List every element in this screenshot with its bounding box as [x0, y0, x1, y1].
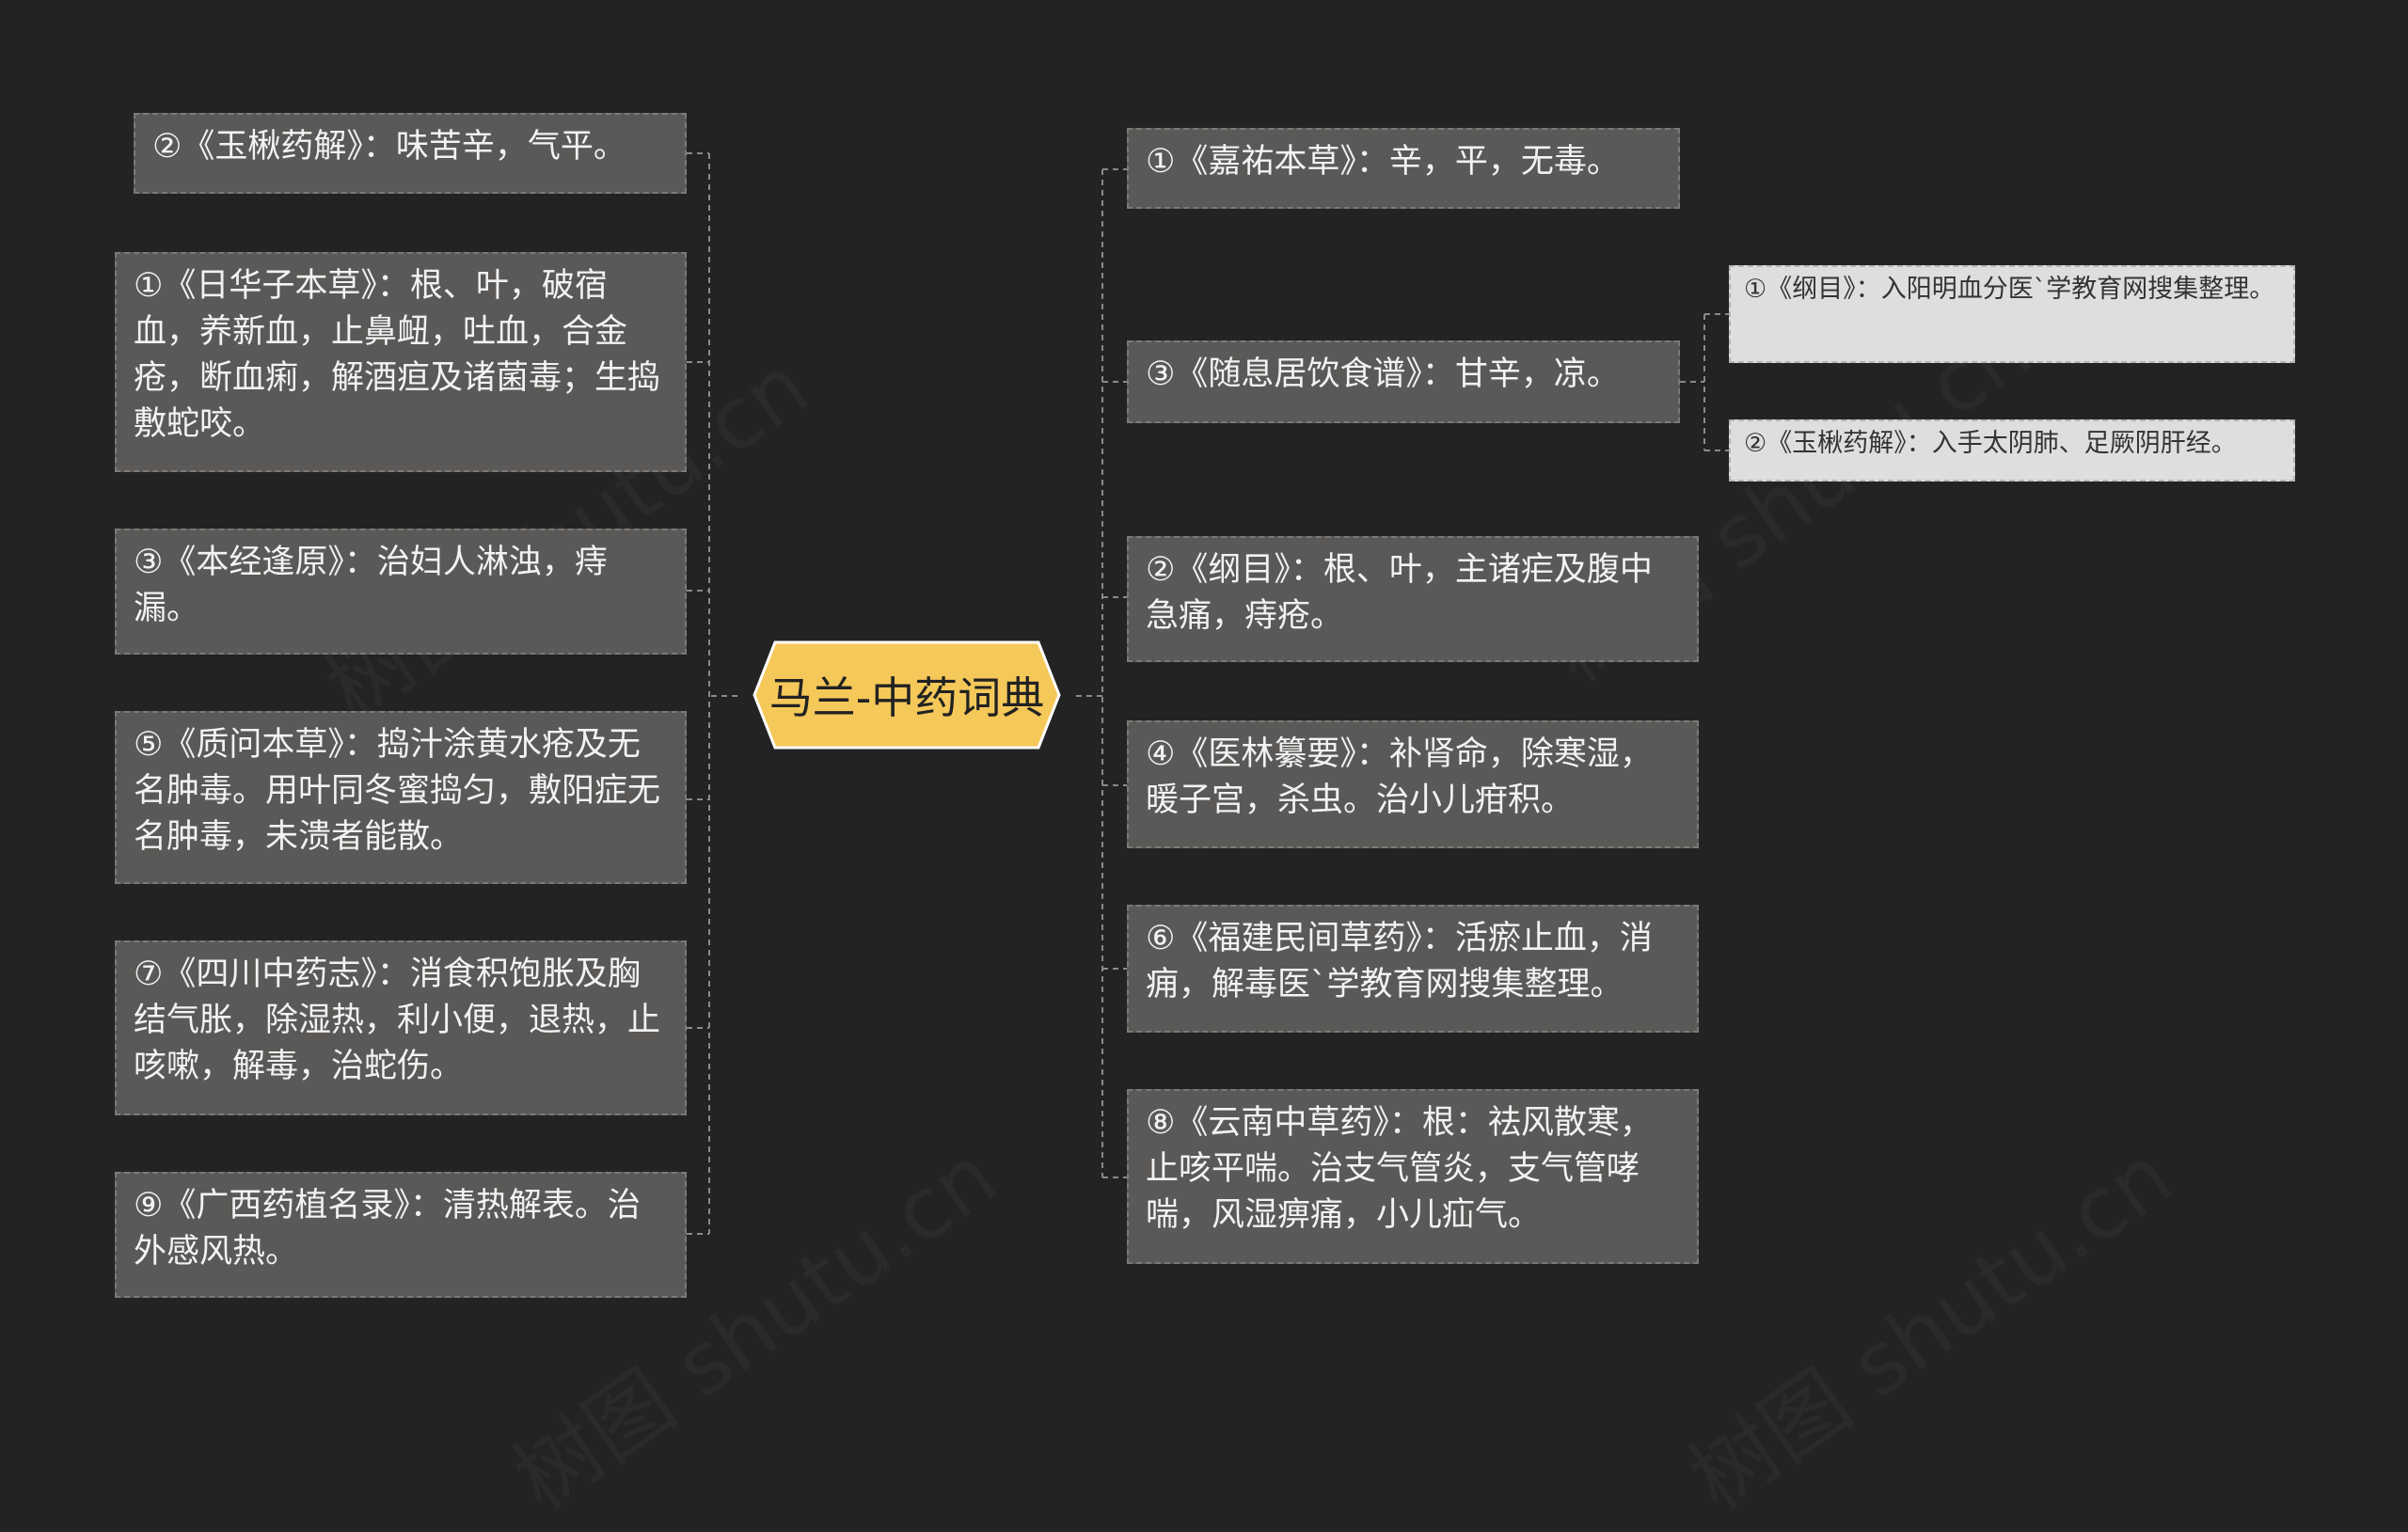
center-topic[interactable]: 马兰-中药词典 — [737, 640, 1076, 750]
left-node-2[interactable]: ①《日华子本草》：根、叶，破宿血，养新血，止鼻衄，吐血，合金疮，断血痢，解酒疸及… — [115, 252, 687, 472]
left-node-5[interactable]: ⑦《四川中药志》：消食积饱胀及胸结气胀，除湿热，利小便，退热，止咳嗽，解毒，治蛇… — [115, 940, 687, 1115]
right-node-4[interactable]: ④《医林纂要》：补肾命，除寒湿，暖子宫，杀虫。治小儿疳积。 — [1127, 720, 1699, 848]
mind-map: 树图 shutu.cn 树图 shutu.cn 树图 shutu.cn 树图 s… — [115, 113, 2295, 1298]
center-title: 马兰-中药词典 — [768, 672, 1045, 723]
right-node-2[interactable]: ③《随息居饮食谱》：甘辛，凉。 — [1127, 340, 1680, 423]
center-hexagon — [752, 640, 1061, 750]
sub-node-1[interactable]: ①《纲目》：入阳明血分医`学教育网搜集整理。 — [1729, 265, 2295, 363]
sub-node-2[interactable]: ②《玉楸药解》：入手太阴肺、足厥阴肝经。 — [1729, 419, 2295, 482]
right-node-3[interactable]: ②《纲目》：根、叶，主诸疟及腹中急痛，痔疮。 — [1127, 536, 1699, 662]
right-node-1[interactable]: ①《嘉祐本草》：辛，平，无毒。 — [1127, 128, 1680, 209]
left-node-4[interactable]: ⑤《质问本草》：捣汁涂黄水疮及无名肿毒。用叶同冬蜜捣匀，敷阳症无名肿毒，未溃者能… — [115, 711, 687, 884]
left-node-3[interactable]: ③《本经逢原》：治妇人淋浊，痔漏。 — [115, 529, 687, 655]
left-node-6[interactable]: ⑨《广西药植名录》：清热解表。治外感风热。 — [115, 1172, 687, 1298]
right-node-6[interactable]: ⑧《云南中草药》：根：祛风散寒，止咳平喘。治支气管炎，支气管哮喘，风湿痹痛，小儿… — [1127, 1089, 1699, 1264]
right-node-5[interactable]: ⑥《福建民间草药》：活瘀止血，消痈，解毒医`学教育网搜集整理。 — [1127, 905, 1699, 1033]
connector-lines — [687, 152, 1729, 1235]
left-node-1[interactable]: ②《玉楸药解》：味苦辛，气平。 — [134, 113, 687, 194]
